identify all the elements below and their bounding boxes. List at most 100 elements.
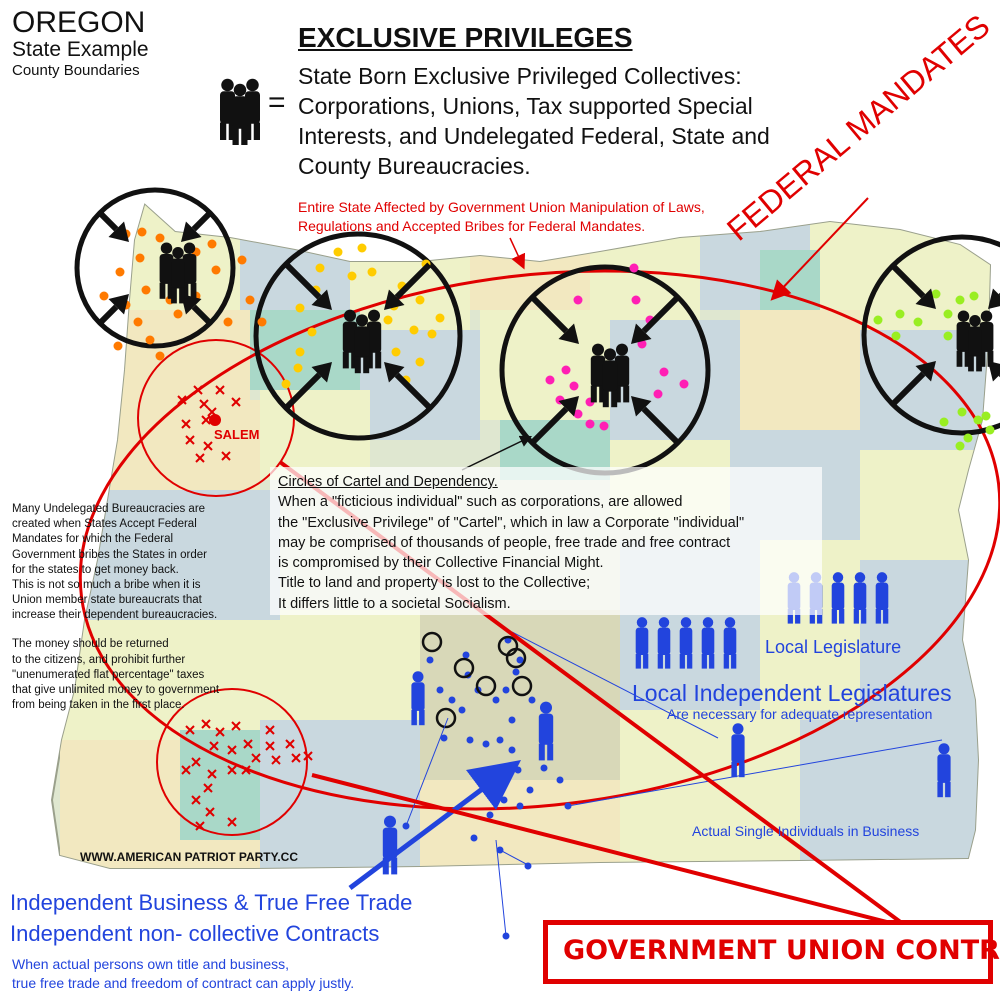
collective-dot — [415, 357, 425, 367]
collective-dot — [367, 267, 377, 277]
circles-note-heading: Circles of Cartel and Dependency. — [278, 474, 498, 490]
inward-arrow-head — [384, 362, 405, 383]
representation-note: Are necessary for adequate representatio… — [667, 706, 933, 722]
circles-note-line: is compromised by their Collective Finan… — [278, 555, 604, 572]
circles-note-line: Title to land and property is lost to th… — [278, 575, 591, 592]
x-marks — [177, 385, 313, 831]
circles-note-line: It differs little to a societal Socialis… — [278, 595, 511, 612]
government-union-ellipse — [78, 269, 1000, 811]
government-union-control-box — [543, 920, 993, 984]
x-mark-stroke — [185, 725, 195, 735]
collective-dot — [133, 317, 143, 327]
inward-arrow-head — [988, 288, 1000, 309]
collective-dot — [561, 365, 571, 375]
x-mark-stroke — [231, 397, 241, 407]
inward-arrow-shaft — [191, 211, 212, 232]
collective-dot — [415, 295, 425, 305]
legend-collective-icon — [220, 78, 260, 145]
cartel-ring — [475, 675, 497, 697]
inward-arrow-head — [558, 323, 579, 344]
collective-dot — [391, 347, 401, 357]
collective-dot — [357, 243, 367, 253]
collective-dot — [295, 347, 305, 357]
x-mark-stroke — [227, 765, 237, 775]
left-note-line: increase their dependent bureaucracies. — [12, 609, 218, 622]
connection-line — [511, 631, 719, 739]
inward-arrow-head — [108, 221, 129, 242]
x-mark-stroke — [291, 753, 301, 763]
x-mark-stroke — [203, 441, 213, 451]
individual-dot — [466, 736, 474, 744]
inward-arrow-shaft — [641, 295, 680, 334]
collective-dot — [155, 233, 165, 243]
collective-dot — [409, 325, 419, 335]
x-mark-stroke — [271, 755, 281, 765]
x-mark-stroke — [181, 419, 191, 429]
x-mark-stroke — [241, 765, 251, 775]
x-mark-stroke — [221, 451, 231, 461]
red-note: Entire State Affected by Government Unio… — [298, 198, 705, 236]
connection-line — [405, 717, 449, 827]
independent-business-line-1: Independent Business & True Free Trade — [10, 890, 413, 915]
connection-line — [495, 839, 507, 937]
free-trade-note-line-1: When actual persons own title and busine… — [12, 956, 290, 972]
individual-dot — [528, 696, 536, 704]
collective-dot — [223, 317, 233, 327]
federal-mandate-arrow — [770, 197, 869, 301]
circles-note-backdrop — [270, 467, 822, 615]
cartel-ring — [511, 675, 533, 697]
individual-dot — [482, 740, 490, 748]
collective-dot — [943, 331, 953, 341]
collective-dot — [383, 315, 393, 325]
collective-dot — [969, 291, 979, 301]
collective-dot — [873, 315, 883, 325]
individual-dot — [458, 706, 466, 714]
collectives-description: State Born Exclusive Privileged Collecti… — [298, 63, 770, 179]
collective-dot — [145, 335, 155, 345]
collective-dot — [569, 381, 579, 391]
left-note-line: created when States Accept Federal — [12, 518, 197, 531]
x-mark-stroke — [231, 721, 241, 731]
x-mark-stroke — [191, 795, 201, 805]
single-individuals-label: Actual Single Individuals in Business — [692, 823, 920, 839]
collective-dot — [957, 407, 967, 417]
county-boundaries-label: County Boundaries — [12, 62, 140, 79]
collective-dot — [981, 411, 991, 421]
circles-note: Circles of Cartel and Dependency. When a… — [278, 472, 744, 614]
collective-dot — [173, 309, 183, 319]
collective-dot — [245, 295, 255, 305]
individual-dot — [500, 796, 508, 804]
cartel-ring — [435, 707, 457, 729]
x-mark-stroke — [227, 817, 237, 827]
x-mark-stroke — [209, 741, 219, 751]
x-mark-stroke — [181, 765, 191, 775]
cartel-circle-2 — [253, 231, 463, 441]
individual-dot — [516, 656, 524, 664]
cartel-ring — [421, 631, 443, 653]
x-mark-stroke — [195, 453, 205, 463]
small-cartel-rings — [421, 631, 533, 729]
individual-dot — [508, 746, 516, 754]
individual-dot — [470, 834, 478, 842]
collective-dot — [631, 295, 641, 305]
x-mark-stroke — [243, 739, 253, 749]
collective-dot — [435, 313, 445, 323]
collective-dot — [333, 247, 343, 257]
collective-dot — [281, 379, 291, 389]
inward-arrows — [98, 211, 1000, 445]
inward-arrow-shaft — [891, 264, 926, 299]
state-name: OREGON — [12, 6, 146, 39]
free-trade-note-line-2: true free trade and freedom of contract … — [12, 974, 355, 991]
circles-note-line: may be comprised of thousands of people,… — [278, 534, 731, 551]
red-note-line-2: Regulations and Accepted Bribes for Fede… — [298, 217, 646, 234]
x-mark-stroke — [265, 725, 275, 735]
inward-arrow-head — [915, 361, 936, 382]
left-note-line: Mandates for which the Federal — [12, 533, 174, 546]
collective-dot — [973, 415, 983, 425]
collective-dot — [955, 295, 965, 305]
collective-dot — [295, 303, 305, 313]
individual-dot — [508, 716, 516, 724]
salem-dot — [209, 414, 221, 426]
